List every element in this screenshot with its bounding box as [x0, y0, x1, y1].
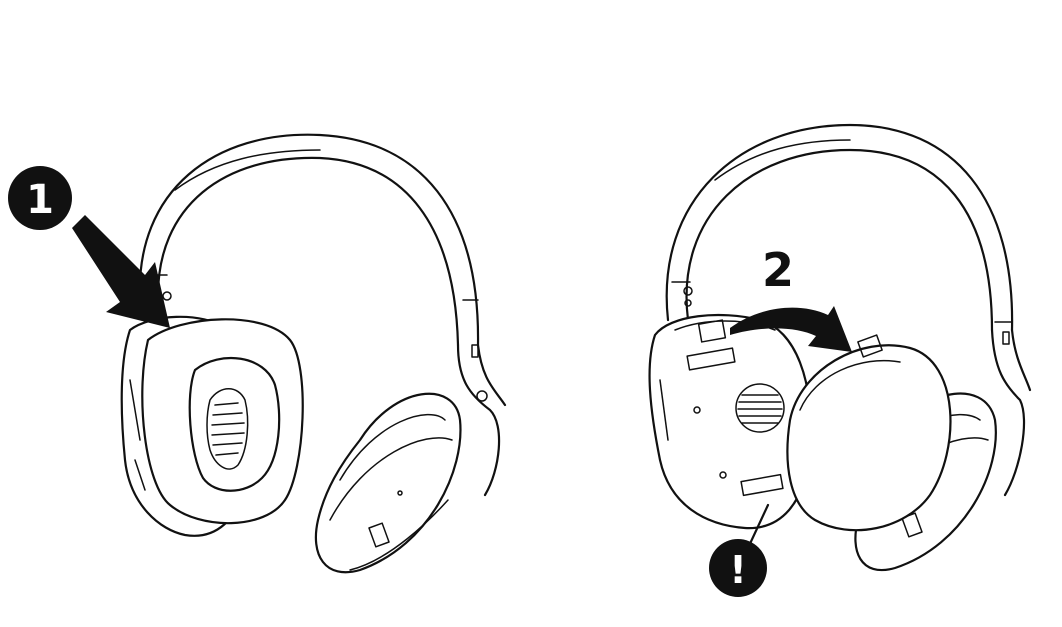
step-2-marker: 2	[762, 243, 794, 297]
step-1-label: 1	[26, 177, 54, 223]
headband-right	[665, 123, 1032, 497]
right-ear-cup-left	[314, 392, 462, 574]
caution-badge: !	[709, 503, 770, 597]
left-ear-cup-open	[648, 313, 812, 530]
detached-ear-pad	[786, 334, 952, 532]
left-ear-cup-with-pad	[120, 315, 304, 537]
step-2-label: 2	[762, 243, 794, 297]
press-arrow-icon	[72, 215, 170, 328]
curved-rotate-arrow-icon	[730, 306, 852, 352]
headphones-step-2: 2 !	[648, 123, 1032, 597]
headphones-step-1: 1	[8, 133, 507, 574]
driver-grille-right	[735, 383, 785, 433]
step-1-badge: 1	[8, 166, 72, 230]
headband-left	[138, 133, 507, 497]
caution-label: !	[729, 548, 746, 592]
driver-grille-left	[206, 388, 249, 470]
